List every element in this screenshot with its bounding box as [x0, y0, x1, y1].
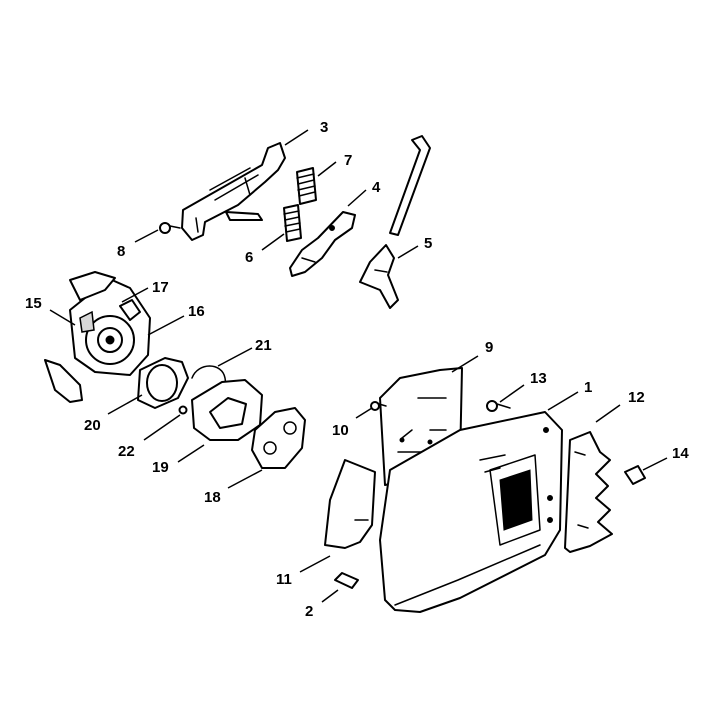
callout-6: 6	[245, 249, 253, 266]
part-5-rod-handle	[359, 135, 431, 309]
callout-2: 2	[305, 603, 313, 620]
callout-10: 10	[332, 422, 349, 439]
callout-20: 20	[84, 417, 101, 434]
part-6-spring	[283, 204, 302, 242]
callout-22: 22	[118, 443, 135, 460]
callout-13: 13	[530, 370, 547, 387]
callout-7: 7	[344, 152, 352, 169]
callout-5: 5	[424, 235, 432, 252]
part-10-screw	[370, 401, 387, 411]
part-8-screw	[159, 222, 181, 234]
part-15-16-17-clutch	[44, 271, 151, 403]
leader-lines	[49, 129, 668, 603]
part-7-spring	[296, 167, 317, 205]
callout-14: 14	[672, 445, 689, 462]
callout-19: 19	[152, 459, 169, 476]
part-19-gasket	[191, 379, 263, 441]
part-3-bracket	[181, 142, 286, 241]
part-14-nut	[624, 465, 646, 485]
part-2-slot-plate	[334, 572, 359, 589]
part-4-lever	[289, 211, 356, 277]
part-18-block	[251, 407, 306, 469]
callout-9: 9	[485, 339, 493, 356]
callout-18: 18	[204, 489, 221, 506]
callout-12: 12	[628, 389, 645, 406]
callout-4: 4	[372, 179, 381, 196]
part-22-pin	[178, 405, 188, 415]
part-20-drum	[137, 357, 189, 409]
callout-16: 16	[188, 303, 205, 320]
callout-21: 21	[255, 337, 272, 354]
part-1-housing	[379, 411, 563, 613]
callout-8: 8	[117, 243, 125, 260]
callout-labels: 3 7 4 5 6 8 17 15 16 21 20 22 19 18 9 13…	[25, 119, 689, 620]
callout-3: 3	[320, 119, 328, 136]
callout-1: 1	[584, 379, 592, 396]
callout-17: 17	[152, 279, 169, 296]
part-12-bumper-spike	[564, 431, 613, 553]
callout-11: 11	[276, 571, 292, 588]
part-13-bolt	[486, 400, 511, 412]
part-11-cover	[324, 459, 376, 549]
callout-15: 15	[25, 295, 42, 312]
